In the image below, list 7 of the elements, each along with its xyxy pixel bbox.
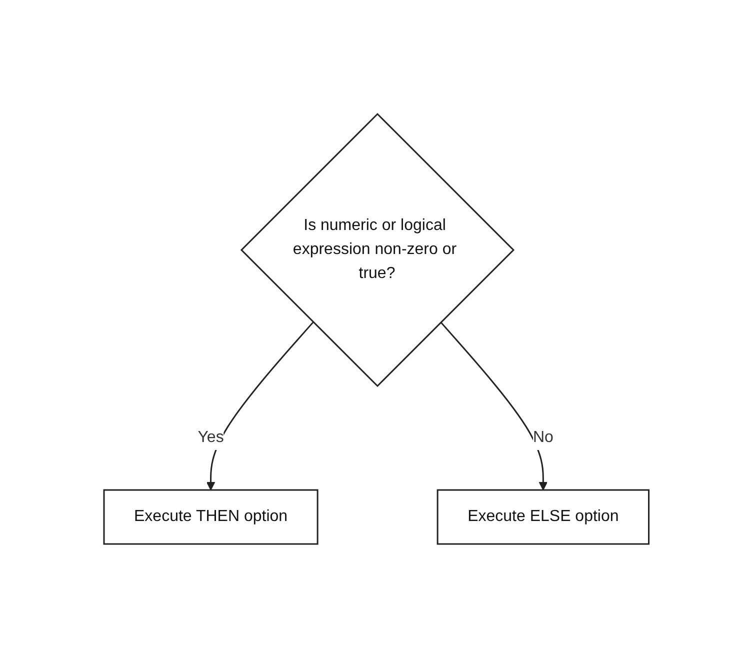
node-diamond: Is numeric or logical expression non-zero or true? xyxy=(240,112,514,388)
arrow xyxy=(440,322,548,490)
node-box: Execute THEN option xyxy=(102,489,318,545)
edge-label: No xyxy=(532,429,554,446)
node-box: Execute ELSE option xyxy=(436,489,650,545)
arrow xyxy=(206,322,314,490)
edge-label: Yes xyxy=(197,429,224,446)
